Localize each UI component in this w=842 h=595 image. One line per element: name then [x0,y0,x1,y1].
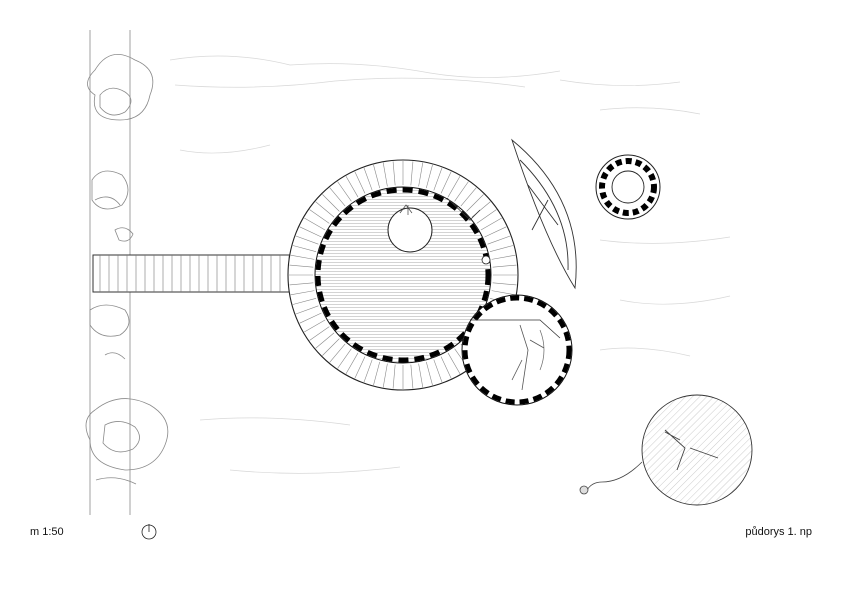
boat-sketch [511,138,577,290]
small-circular-room [461,294,573,406]
boardwalk [92,254,316,293]
floating-raft [579,394,753,506]
plan-title: půdorys 1. np [745,526,812,538]
background-sketch [169,55,731,474]
round-table [595,154,661,220]
main-circular-room [287,159,519,391]
scale-label: m 1:50 [30,526,64,538]
north-arrow-icon [141,524,157,540]
vegetation-strip [85,30,169,515]
